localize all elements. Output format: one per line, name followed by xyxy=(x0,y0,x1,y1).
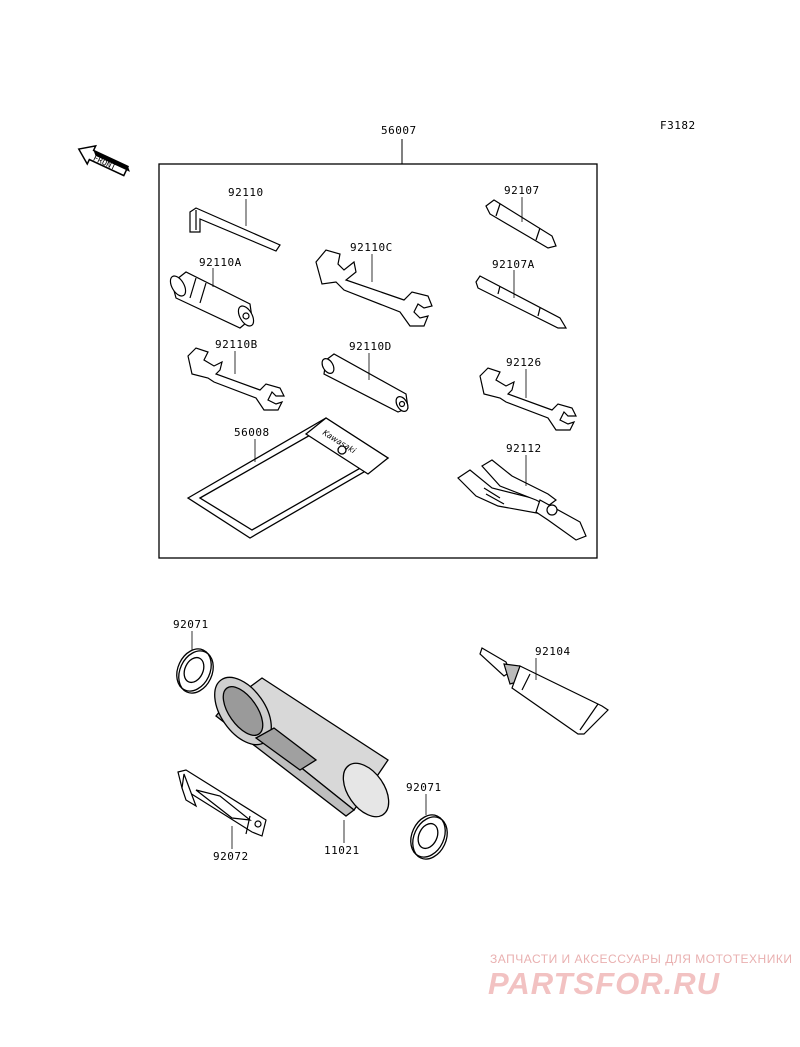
watermark-logo: PARTSFOR.RU xyxy=(488,966,721,1001)
grease-tube-92104 xyxy=(479,647,609,735)
screwdriver-92107 xyxy=(485,199,557,249)
label-92112: 92112 xyxy=(506,442,542,455)
wrench-92110B xyxy=(187,347,285,411)
label-92071-left: 92071 xyxy=(173,618,209,631)
label-92107A: 92107A xyxy=(492,258,535,271)
screwdriver-92107A xyxy=(475,275,568,329)
label-92110B: 92110B xyxy=(215,338,258,351)
label-92072: 92072 xyxy=(213,850,249,863)
label-56008: 56008 xyxy=(234,426,270,439)
front-arrow-icon: FRONT xyxy=(77,144,130,177)
washer-92071-left xyxy=(176,648,214,694)
label-92104: 92104 xyxy=(535,645,571,658)
label-92110A: 92110A xyxy=(199,256,242,269)
washer-92071-right xyxy=(410,814,448,860)
label-92107: 92107 xyxy=(504,184,540,197)
label-11021: 11021 xyxy=(324,844,360,857)
tool-kit-box xyxy=(158,163,598,559)
hex-key-92110 xyxy=(189,207,281,252)
pliers-92112 xyxy=(457,459,587,541)
label-92126: 92126 xyxy=(506,356,542,369)
label-92071-right: 92071 xyxy=(406,781,442,794)
tool-pouch-56008 xyxy=(186,417,390,539)
label-56007: 56007 xyxy=(381,124,417,137)
watermark-tagline: ЗАПЧАСТИ И АКСЕССУАРЫ ДЛЯ МОТОТЕХНИКИ xyxy=(490,952,793,966)
canister-11021 xyxy=(214,676,390,818)
strap-92072 xyxy=(177,769,267,837)
label-92110D: 92110D xyxy=(349,340,392,353)
label-92110: 92110 xyxy=(228,186,264,199)
wrench-92126 xyxy=(479,367,577,431)
tube-wrench-92110D xyxy=(321,353,409,413)
label-92110C: 92110C xyxy=(350,241,393,254)
figure-code: F3182 xyxy=(660,119,696,132)
socket-92110A xyxy=(169,271,255,329)
wrench-92110C xyxy=(315,249,433,327)
